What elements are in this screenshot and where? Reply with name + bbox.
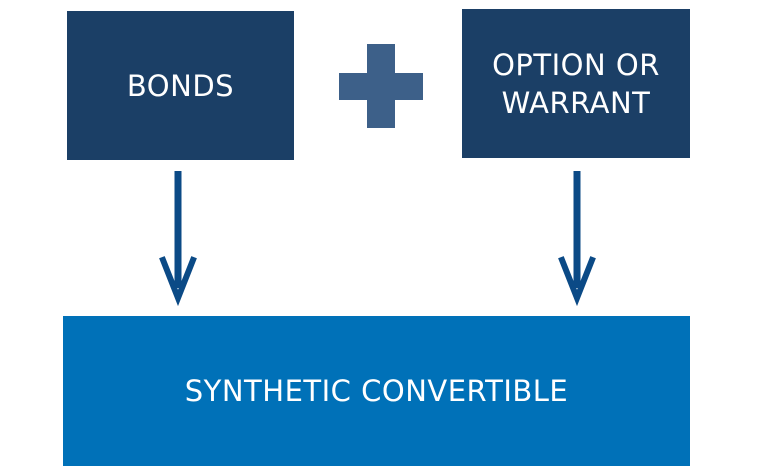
synthetic-convertible-box: SYNTHETIC CONVERTIBLE (63, 316, 690, 466)
arrow-head (558, 256, 596, 307)
option-or-warrant-label: OPTION OR WARRANT (492, 47, 660, 120)
arrow-bonds-to-synthetic (159, 171, 197, 307)
plus-icon (339, 44, 423, 128)
bonds-label: BONDS (126, 68, 235, 103)
bonds-box: BONDS (67, 11, 294, 160)
arrow-option-to-synthetic (558, 171, 596, 307)
arrow-head (159, 256, 197, 307)
synthetic-convertible-label: SYNTHETIC CONVERTIBLE (184, 374, 569, 408)
plus-vertical-bar (367, 44, 395, 128)
option-or-warrant-box: OPTION OR WARRANT (462, 9, 690, 158)
